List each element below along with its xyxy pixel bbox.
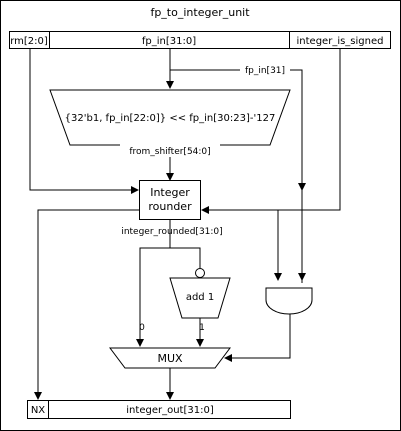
mux-input-0-label: 0 bbox=[139, 323, 145, 333]
adder-label: add 1 bbox=[186, 292, 214, 303]
shifter-out-label: from_shifter[54:0] bbox=[129, 147, 210, 157]
wire-rm-to-rounder bbox=[29, 49, 139, 194]
wire-rounded-to-mux0 bbox=[136, 247, 170, 347]
wire-and-to-mux-select bbox=[224, 314, 291, 362]
output-nx-label: NX bbox=[31, 405, 45, 416]
rounder-block bbox=[139, 180, 201, 220]
input-signed-label: integer_is_signed bbox=[297, 36, 384, 47]
output-integer-out-label: integer_out[31:0] bbox=[126, 405, 214, 416]
rounder-out-label: integer_rounded[31:0] bbox=[121, 227, 222, 237]
shifter-block bbox=[49, 89, 291, 146]
mux-block bbox=[109, 347, 231, 369]
mux-label: MUX bbox=[157, 352, 183, 365]
rounder-label-line2: rounder bbox=[148, 200, 192, 213]
adder-inverter-bubble bbox=[195, 268, 205, 278]
shifter-out-label-bg bbox=[120, 144, 220, 157]
wire-fp-sign-tap bbox=[170, 69, 306, 191]
sign-tap-label-bg bbox=[240, 63, 290, 76]
wire-rounded-to-adder bbox=[170, 247, 201, 268]
input-rm-label: rm[2:0] bbox=[10, 36, 48, 47]
diagram-title: fp_to_integer_unit bbox=[150, 6, 250, 19]
output-port-integer-out bbox=[48, 400, 291, 419]
input-port-signed bbox=[289, 31, 391, 49]
mux-input-1-label: 1 bbox=[199, 323, 205, 333]
adder-block bbox=[169, 277, 231, 319]
sign-tap-label: fp_in[31] bbox=[245, 66, 285, 76]
rounder-label-line1: Integer bbox=[150, 186, 190, 199]
shifter-expression: {32'b1, fp_in[22:0]} << fp_in[30:23]-'12… bbox=[65, 113, 276, 124]
wire-rounder-to-nx bbox=[34, 209, 139, 400]
input-fp-in-label: fp_in[31:0] bbox=[142, 36, 196, 47]
and-gate bbox=[265, 287, 313, 315]
